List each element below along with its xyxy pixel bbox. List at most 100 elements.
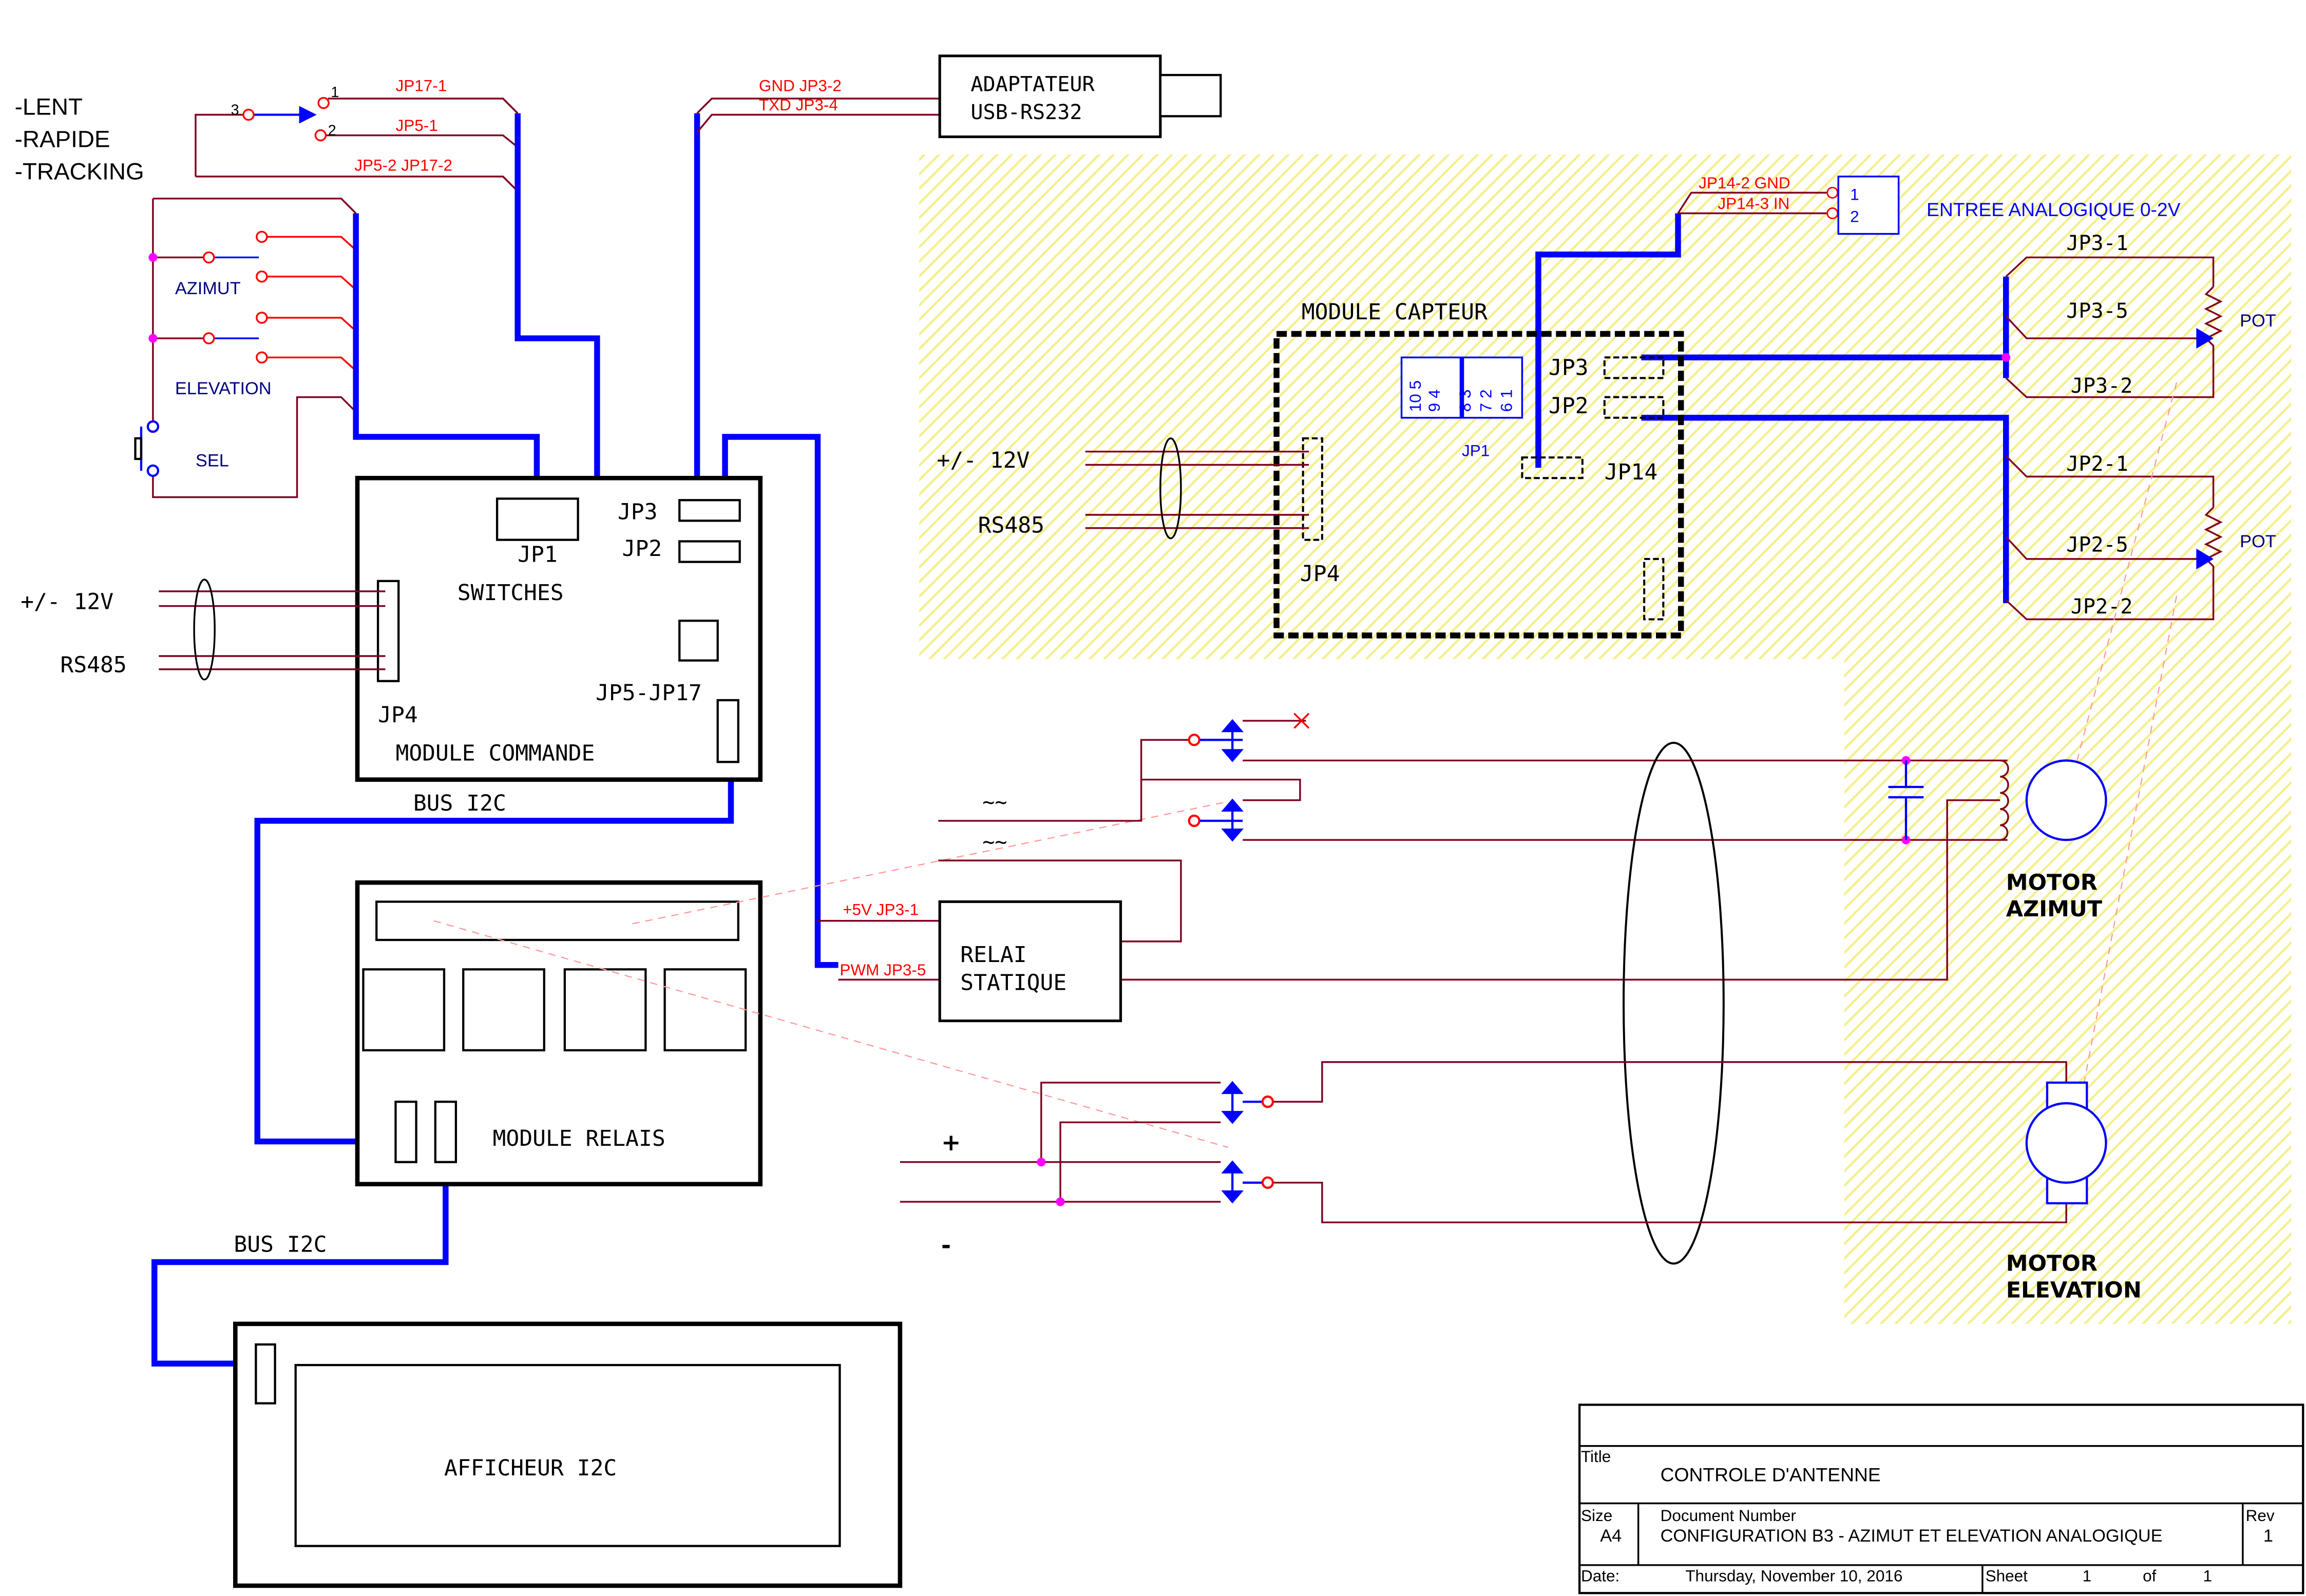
afficheur-i2c: AFFICHEUR I2C — [233, 1321, 903, 1588]
commande-jp1: JP1 — [518, 542, 558, 568]
net-pwm-jp3-5: PWM JP3-5 — [840, 960, 926, 979]
junction-dot — [1037, 1158, 1046, 1167]
mechanical-coupling-lines — [433, 382, 2178, 1177]
cable-bundle — [1623, 742, 1725, 1265]
capteur-jp14: JP14 — [1605, 459, 1657, 485]
selector-pin3: 3 — [231, 102, 239, 118]
junction-dot — [148, 334, 158, 343]
net-jp5-1: JP5-1 — [395, 116, 437, 134]
motor-az-line1: MOTOR — [2006, 870, 2098, 896]
jp5-connector — [678, 620, 719, 662]
jp3-connector — [678, 499, 741, 522]
jp4-connector — [376, 580, 400, 682]
net-5v-jp3-1: +5V JP3-1 — [843, 900, 919, 918]
pot-el-p2: JP2-2 — [2071, 595, 2133, 619]
capteur-jp4: JP4 — [1300, 561, 1340, 587]
tb-size-caption: Size — [1581, 1506, 1612, 1525]
motor-az-line2: AZIMUT — [2006, 896, 2103, 922]
pot-az-p2: JP3-2 — [2071, 374, 2133, 398]
relai-statique: RELAI STATIQUE — [817, 900, 1122, 1023]
usb-wires — [696, 98, 942, 133]
net-jp14-2-gnd: JP14-2 GND — [1699, 174, 1790, 192]
sel-label: SEL — [196, 451, 229, 470]
capteur-jp1: JP1 — [1462, 441, 1490, 459]
junction-dot — [1056, 1197, 1065, 1206]
jp17-connector — [716, 699, 739, 763]
net-jp17-1: JP17-1 — [395, 76, 447, 95]
tb-size: A4 — [1600, 1526, 1622, 1546]
mode-rapide-text: -RAPIDE — [15, 126, 110, 152]
motor-el-line2: ELEVATION — [2006, 1277, 2142, 1303]
commande-jp2: JP2 — [622, 536, 662, 562]
tb-rev-caption: Rev — [2246, 1506, 2275, 1525]
selector-pin1: 1 — [331, 84, 339, 101]
ac-relay-contacts — [1188, 719, 1244, 842]
jp1-pins-e: 6 1 — [1497, 390, 1515, 412]
dc-relay-contacts — [1221, 1081, 1274, 1204]
module-commande: JP1 SWITCHES JP3 JP2 JP4 JP5-JP17 MODULE… — [355, 475, 763, 782]
pot-el-p1: JP2-1 — [2066, 452, 2128, 476]
analog-input-title: ENTREE ANALOGIQUE 0-2V — [1927, 199, 2181, 220]
tb-sheet-caption: Sheet — [1986, 1566, 2028, 1585]
module-capteur: MODULE CAPTEUR JP3 JP2 JP14 JP4 JP1 10 5… — [1273, 299, 1684, 639]
mode-lent-text: -LENT — [15, 93, 83, 120]
motor-elevation: MOTOR ELEVATION — [2006, 1081, 2142, 1303]
pot-az-p5: JP3-5 — [2066, 299, 2128, 323]
net-gnd-jp3-2: GND JP3-2 — [759, 76, 842, 95]
jp1-pins-a: 10 5 — [1406, 380, 1424, 412]
commande-supply-wires — [159, 579, 386, 681]
tb-of-caption: of — [2143, 1566, 2157, 1585]
pot-el-p5: JP2-5 — [2066, 533, 2128, 557]
tb-of: 1 — [2203, 1566, 2213, 1585]
dc-minus: - — [941, 1231, 951, 1259]
bus-i2c-label-2: BUS I2C — [234, 1232, 327, 1257]
adapter-line2: USB-RS232 — [970, 101, 1082, 124]
mode-legend: -LENT -RAPIDE -TRACKING — [15, 93, 144, 184]
junction-dot — [148, 253, 158, 262]
bus-i2c-label-1: BUS I2C — [413, 791, 506, 816]
tb-docnum-caption: Document Number — [1661, 1506, 1796, 1525]
junction-dot — [2002, 353, 2011, 362]
pot-el-label: POT — [2240, 532, 2276, 551]
relais-title: MODULE RELAIS — [492, 1126, 665, 1151]
afficheur-title: AFFICHEUR I2C — [444, 1455, 617, 1481]
pot-azimut-wires — [2005, 256, 2223, 398]
usb-adapter: ADAPTATEUR USB-RS232 — [938, 54, 1222, 139]
azimut-label: AZIMUT — [175, 279, 241, 298]
sensor-area-shading — [919, 154, 2292, 1324]
net-jp5-2-jp17-2: JP5-2 JP17-2 — [354, 156, 452, 174]
tb-sheet: 1 — [2083, 1566, 2092, 1585]
tb-docnum: CONFIGURATION B3 - AZIMUT ET ELEVATION A… — [1661, 1526, 2163, 1546]
jp1-connector — [495, 497, 579, 541]
analog-input-connector: 1 2 — [1677, 176, 1900, 235]
commande-rs485: RS485 — [60, 652, 126, 678]
analog-pin2: 2 — [1850, 207, 1859, 226]
capteur-jp2: JP2 — [1549, 393, 1589, 419]
jp1-pins-d: 7 2 — [1476, 390, 1495, 412]
tb-date-caption: Date: — [1581, 1566, 1619, 1585]
motor-azimut: MOTOR AZIMUT — [1888, 756, 2107, 922]
dc-relay-circuit — [900, 1061, 2067, 1223]
blue-bus-lines — [151, 113, 2009, 1367]
tb-title: CONTROLE D'ANTENNE — [1661, 1464, 1881, 1485]
title-block: Title CONTROLE D'ANTENNE Size A4 Documen… — [1578, 1403, 2304, 1594]
jp1-pins-b: 9 4 — [1425, 390, 1443, 412]
tb-rev: 1 — [2263, 1526, 2273, 1546]
net-jp14-3-in: JP14-3 IN — [1718, 194, 1789, 213]
capteur-supply-wires — [1085, 437, 1309, 540]
adapter-line1: ADAPTATEUR — [970, 73, 1095, 97]
elevation-label: ELEVATION — [175, 379, 272, 398]
tb-title-caption: Title — [1581, 1447, 1611, 1466]
relai-statique-line1: RELAI — [960, 942, 1026, 968]
ac-tilde-2: ~~ — [982, 830, 1007, 854]
commande-supply: +/- 12V — [21, 589, 113, 614]
pot-az-p1: JP3-1 — [2066, 232, 2128, 255]
capteur-rs485: RS485 — [978, 512, 1044, 538]
pot-elevation-wires — [2005, 455, 2223, 621]
ac-tilde-1: ~~ — [982, 791, 1007, 814]
relai-statique-line2: STATIQUE — [960, 970, 1066, 995]
mode-selector-switch — [195, 97, 519, 192]
jp1-pins-c: 8 3 — [1456, 390, 1474, 412]
jp2-connector — [678, 540, 741, 563]
ac-relay-circuit — [938, 713, 2008, 981]
